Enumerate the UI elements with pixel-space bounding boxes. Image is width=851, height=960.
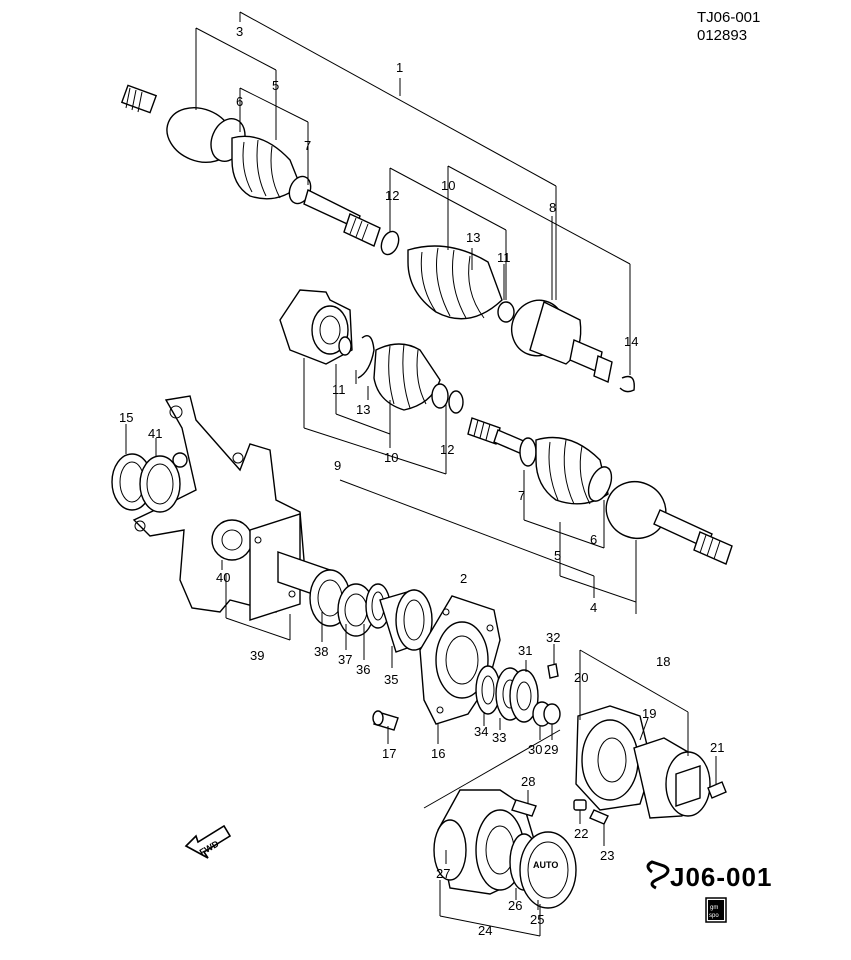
callout-35: 35 xyxy=(384,672,398,687)
callout-2: 2 xyxy=(460,571,467,586)
snap-ring-lower xyxy=(448,390,464,414)
callout-39: 39 xyxy=(250,648,264,663)
callout-38: 38 xyxy=(314,644,328,659)
callout-20: 20 xyxy=(574,670,588,685)
bolt-32 xyxy=(547,663,559,679)
boot-band-lower xyxy=(338,336,352,356)
callout-28: 28 xyxy=(521,774,535,789)
badge-line1: gm xyxy=(710,905,718,911)
callout-11-lower: 11 xyxy=(332,382,346,397)
nut-30-29 xyxy=(532,701,561,727)
callout-3: 3 xyxy=(236,24,243,39)
callout-34: 34 xyxy=(474,724,488,739)
callout-8: 8 xyxy=(549,200,556,215)
callout-6: 6 xyxy=(236,94,243,109)
boot-clamp-13 xyxy=(357,335,375,379)
callout-12-lower: 12 xyxy=(440,442,454,457)
callout-23: 23 xyxy=(600,848,614,863)
lock-nut-31 xyxy=(509,669,539,723)
callout-13: 13 xyxy=(466,230,480,245)
callout-7-lower: 7 xyxy=(518,488,525,503)
callout-30: 30 xyxy=(528,742,542,757)
diagram-date-text: 012893 xyxy=(697,27,747,44)
callout-29: 29 xyxy=(544,742,558,757)
gasket-ring xyxy=(172,452,188,468)
callout-13-lower: 13 xyxy=(356,402,370,417)
callout-9: 9 xyxy=(334,458,341,473)
hub-bolt-17 xyxy=(372,710,399,731)
callout-10-lower: 10 xyxy=(384,450,398,465)
callout-10: 10 xyxy=(441,178,455,193)
bolt-28 xyxy=(511,799,537,817)
inner-joint-housing-upper xyxy=(511,299,613,383)
free-wheel-hub-18 xyxy=(575,705,711,819)
callout-21: 21 xyxy=(710,740,724,755)
diagram-code-text: J06-001 xyxy=(670,862,772,892)
inner-boot-upper xyxy=(407,245,503,320)
callout-27: 27 xyxy=(436,866,450,881)
bearing-35 xyxy=(379,589,433,653)
callout-7: 7 xyxy=(304,138,311,153)
boot-band-upper xyxy=(497,301,515,323)
callout-14: 14 xyxy=(624,334,638,349)
callout-17: 17 xyxy=(382,746,396,761)
callout-4: 4 xyxy=(590,600,597,615)
callout-31: 31 xyxy=(518,643,532,658)
callout-5-lower: 5 xyxy=(554,548,561,563)
upper-drive-shaft xyxy=(120,84,381,247)
callout-25: 25 xyxy=(530,912,544,927)
callout-33: 33 xyxy=(492,730,506,745)
callout-19: 19 xyxy=(642,706,656,721)
callout-37: 37 xyxy=(338,652,352,667)
fwd-arrow-icon: FWD xyxy=(184,824,232,859)
callout-labels: 1 2 3 4 5 6 7 8 9 10 11 12 13 14 15 16 1… xyxy=(119,24,724,938)
callout-26: 26 xyxy=(508,898,522,913)
section-symbol-icon xyxy=(646,860,670,890)
hub-cap-text: AUTO xyxy=(533,860,558,870)
callout-15: 15 xyxy=(119,410,133,425)
diagram-code: J06-001 xyxy=(646,860,772,892)
auto-hub-cap-25: AUTO xyxy=(519,831,577,909)
ring-36 xyxy=(365,583,391,629)
circlip-14 xyxy=(619,375,635,393)
leader-lines xyxy=(125,11,717,937)
callout-24: 24 xyxy=(478,923,492,938)
callout-32: 32 xyxy=(546,630,560,645)
gm-spo-badge-icon: gm spo xyxy=(705,897,727,923)
callout-12: 12 xyxy=(385,188,399,203)
callout-6-lower: 6 xyxy=(590,532,597,547)
callout-22: 22 xyxy=(574,826,588,841)
inner-boot-lower xyxy=(373,343,449,411)
snap-ring-upper xyxy=(380,230,400,256)
callout-1: 1 xyxy=(396,60,403,75)
callout-41: 41 xyxy=(148,426,162,441)
callout-16: 16 xyxy=(431,746,445,761)
badge-line2: spo xyxy=(709,913,719,919)
callout-36: 36 xyxy=(356,662,370,677)
callout-11: 11 xyxy=(497,250,511,265)
bolt-21 xyxy=(707,781,727,799)
callout-40: 40 xyxy=(216,570,230,585)
callout-18: 18 xyxy=(656,654,670,669)
lower-drive-shaft xyxy=(467,417,733,565)
callout-5: 5 xyxy=(272,78,279,93)
diagram-id-text: TJ06-001 xyxy=(697,9,760,26)
oil-seal-41 xyxy=(139,455,181,513)
